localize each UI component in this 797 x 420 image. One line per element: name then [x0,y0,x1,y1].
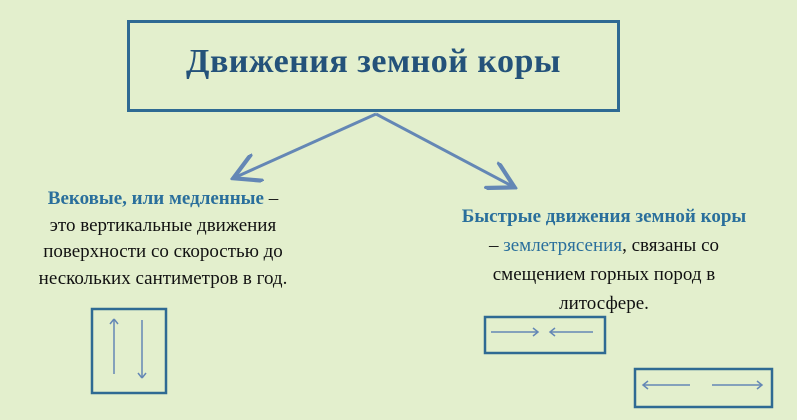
title-box: Движения земной коры [127,20,620,112]
diverging-arrows-icon [633,367,774,409]
slow-line-2: поверхности со скоростью до [43,241,283,262]
fast-line-3: литосфере. [559,293,649,314]
slow-line-1: это вертикальные движения [49,214,277,236]
slow-heading-line: Вековые, или медленные – [4,186,322,213]
fast-dash: – [488,235,504,256]
slow-heading: Вековые, или медленные [47,188,264,209]
page-title: Движения земной коры [186,43,561,80]
converging-arrows-icon [483,315,607,355]
slow-line-3: нескольких сантиметров в год. [38,267,288,289]
slow-dash: – [263,188,279,209]
fast-movements-text: Быстрые движения земной коры – землетряс… [418,202,790,318]
fast-keyword: землетрясения [503,235,623,256]
fast-line-1: – землетрясения, связаны со [418,231,790,260]
up-down-arrows-icon [90,307,168,395]
slow-movements-text: Вековые, или медленные – это вертикальны… [4,186,322,292]
fast-heading: Быстрые движения земной коры [461,206,747,227]
fast-line-1-rest: , связаны со [622,235,720,256]
arrow-to-fast [375,112,512,186]
fast-line-2: смещением горных пород в [492,264,716,285]
arrow-to-slow [236,112,377,177]
